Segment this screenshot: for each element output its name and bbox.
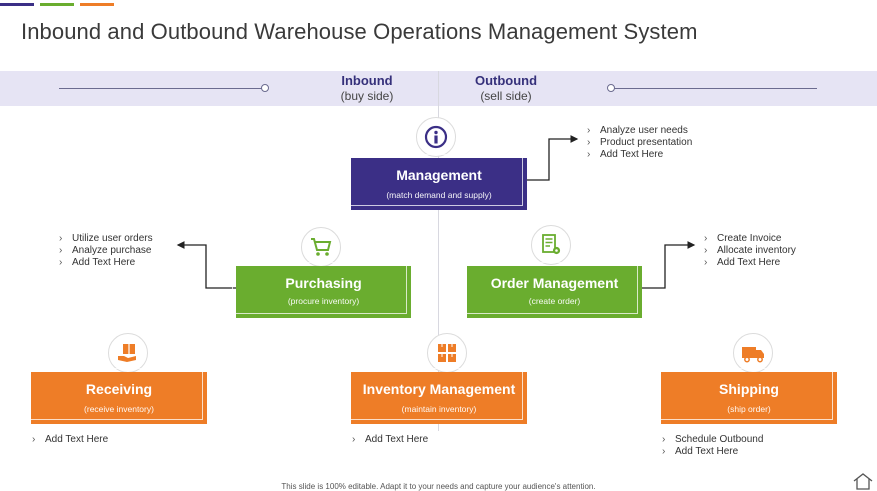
- management-box-frame: [347, 154, 523, 206]
- management-box: Management (match demand and supply): [347, 154, 527, 210]
- inbound-label: Inbound (buy side): [307, 73, 427, 104]
- purchasing-box: Purchasing (procure inventory): [232, 262, 411, 318]
- list-item: ›Add Text Here: [662, 446, 739, 457]
- chevron-right-icon: ›: [662, 434, 666, 445]
- shipping-name: Shipping: [719, 381, 779, 397]
- receiving-sub: (receive inventory): [84, 404, 154, 414]
- chevron-right-icon: ›: [704, 233, 708, 244]
- chevron-right-icon: ›: [59, 233, 63, 244]
- cart-icon: [311, 238, 332, 256]
- inbound-title: Inbound: [341, 73, 393, 88]
- chevron-right-icon: ›: [59, 245, 63, 256]
- shipping-icon-circle: [733, 333, 773, 373]
- shipping-sub: (ship order): [727, 404, 771, 414]
- management-sub: (match demand and supply): [386, 190, 492, 200]
- home-icon[interactable]: [852, 472, 874, 491]
- management-icon-circle: [416, 117, 456, 157]
- shipping-notes: ›Schedule Outbound ›Add Text Here: [661, 434, 763, 458]
- list-item: ›Add Text Here: [59, 257, 136, 268]
- boxes-icon: [438, 344, 456, 362]
- inbound-subtitle: (buy side): [340, 89, 394, 103]
- order-gear-icon: [542, 234, 561, 255]
- shipping-box: Shipping (ship order): [657, 368, 837, 424]
- receiving-notes: ›Add Text Here: [31, 434, 108, 446]
- list-item: ›Allocate inventory: [704, 245, 796, 256]
- purchasing-box-frame: [232, 262, 407, 314]
- outbound-title: Outbound: [474, 73, 538, 88]
- list-item: ›Add Text Here: [704, 257, 781, 268]
- order-management-box: Order Management (create order): [463, 262, 642, 318]
- order-management-name: Order Management: [490, 275, 619, 291]
- list-item: ›Schedule Outbound: [662, 434, 764, 445]
- list-item: ›Analyze user needs: [587, 125, 688, 136]
- accent-bar-purple: [0, 3, 34, 6]
- list-item: ›Add Text Here: [32, 434, 109, 445]
- shipping-box-frame: [657, 368, 833, 420]
- inventory-icon-circle: [427, 333, 467, 373]
- chevron-right-icon: ›: [352, 434, 356, 445]
- chevron-right-icon: ›: [587, 149, 591, 160]
- outbound-label: Outbound (sell side): [446, 73, 566, 104]
- list-item: ›Add Text Here: [352, 434, 429, 445]
- hand-box-icon: [118, 344, 136, 362]
- management-connector: [526, 135, 579, 181]
- list-item: ›Create Invoice: [704, 233, 782, 244]
- order-management-sub: (create order): [528, 296, 581, 306]
- outbound-line: [614, 88, 817, 89]
- truck-icon: [742, 347, 764, 363]
- receiving-box-frame: [27, 368, 203, 420]
- chevron-right-icon: ›: [587, 125, 591, 136]
- inbound-line: [59, 88, 262, 89]
- list-item: ›Product presentation: [587, 137, 693, 148]
- page-title: Inbound and Outbound Warehouse Operation…: [21, 19, 698, 44]
- inventory-management-sub: (maintain inventory): [401, 404, 477, 414]
- purchasing-name: Purchasing: [285, 275, 362, 291]
- accent-bar-green: [40, 3, 74, 6]
- footer-note: This slide is 100% editable. Adapt it to…: [281, 482, 596, 491]
- management-notes: ›Analyze user needs ›Product presentatio…: [586, 125, 692, 161]
- chevron-right-icon: ›: [704, 245, 708, 256]
- accent-bar-orange: [80, 3, 114, 6]
- chevron-right-icon: ›: [704, 257, 708, 268]
- list-item: ›Analyze purchase: [59, 245, 152, 256]
- chevron-right-icon: ›: [587, 137, 591, 148]
- center-divider: [438, 71, 439, 431]
- inventory-management-name: Inventory Management: [362, 381, 516, 397]
- list-item: ›Utilize user orders: [59, 233, 153, 244]
- order-management-notes: ›Create Invoice ›Allocate inventory ›Add…: [703, 233, 796, 269]
- chevron-right-icon: ›: [662, 446, 666, 457]
- outbound-subtitle: (sell side): [480, 89, 532, 103]
- purchasing-icon-circle: [301, 227, 341, 267]
- inventory-management-box: Inventory Management (maintain inventory…: [347, 368, 527, 424]
- receiving-icon-circle: [108, 333, 148, 373]
- order-icon-circle: [531, 225, 571, 265]
- management-name: Management: [396, 167, 482, 183]
- chevron-right-icon: ›: [32, 434, 36, 445]
- inventory-management-box-frame: [347, 368, 523, 420]
- chevron-right-icon: ›: [59, 257, 63, 268]
- purchasing-connector: [176, 241, 236, 289]
- receiving-name: Receiving: [85, 381, 153, 397]
- inbound-line-dot: [261, 84, 269, 92]
- order-connector: [641, 241, 696, 289]
- purchasing-notes: ›Utilize user orders ›Analyze purchase ›…: [58, 233, 153, 269]
- info-icon: [424, 125, 448, 149]
- list-item: ›Add Text Here: [587, 149, 664, 160]
- inventory-notes: ›Add Text Here: [351, 434, 428, 446]
- receiving-box: Receiving (receive inventory): [27, 368, 207, 424]
- order-management-box-frame: [463, 262, 638, 314]
- purchasing-sub: (procure inventory): [287, 296, 360, 306]
